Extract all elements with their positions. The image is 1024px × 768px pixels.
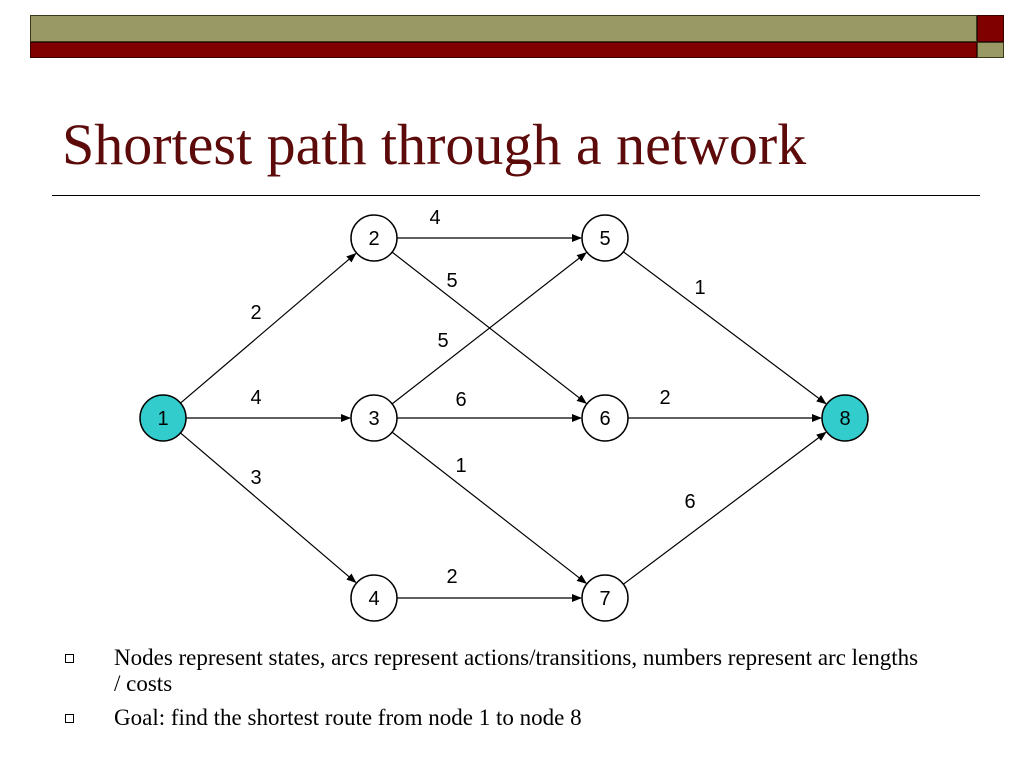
node-label-4: 4 — [368, 588, 379, 610]
arc-weight-2-5: 4 — [429, 207, 440, 229]
square-bullet-icon — [65, 654, 74, 663]
node-label-3: 3 — [368, 408, 379, 430]
arc-weight-4-7: 2 — [446, 566, 457, 588]
arc-weight-2-6: 5 — [446, 270, 457, 292]
arc-weight-6-8: 2 — [659, 387, 670, 409]
arc-weight-3-5: 5 — [437, 330, 448, 352]
node-circle-4 — [350, 574, 398, 622]
network-diagram: 2 4 3 4 5 5 6 1 2 1 2 6 1 2 3 4 5 6 7 8 — [139, 207, 869, 622]
arc-weight-5-8: 1 — [694, 277, 705, 299]
node-8: 8 — [821, 394, 869, 442]
node-2: 2 — [350, 214, 398, 262]
node-circle-3 — [350, 394, 398, 442]
node-6: 6 — [581, 394, 629, 442]
arc-3-5 — [391, 252, 587, 405]
node-circle-8 — [821, 394, 869, 442]
arc-weight-1-3: 4 — [250, 387, 261, 409]
node-circle-2 — [350, 214, 398, 262]
arc-weight-1-4: 3 — [250, 467, 261, 489]
node-label-8: 8 — [839, 408, 850, 430]
arc-weight-1-2: 2 — [250, 302, 261, 324]
arc-3-7 — [391, 431, 587, 584]
title-divider — [52, 195, 980, 196]
node-4: 4 — [350, 574, 398, 622]
arc-weight-3-6: 6 — [455, 389, 466, 411]
node-label-6: 6 — [599, 408, 610, 430]
node-circle-1 — [139, 394, 187, 442]
corner-square-dark — [977, 15, 1004, 42]
arc-weight-7-8: 6 — [684, 491, 695, 513]
header-band-light — [30, 15, 977, 42]
slide-title: Shortest path through a network — [62, 112, 807, 177]
node-label-1: 1 — [157, 408, 168, 430]
node-7: 7 — [581, 574, 629, 622]
node-5: 5 — [581, 214, 629, 262]
node-circle-5 — [581, 214, 629, 262]
node-circle-6 — [581, 394, 629, 442]
bullet-text: Nodes represent states, arcs represent a… — [114, 645, 919, 696]
node-3: 3 — [350, 394, 398, 442]
corner-square-light — [977, 42, 1004, 58]
node-circle-7 — [581, 574, 629, 622]
node-1: 1 — [139, 394, 187, 442]
arc-1-4 — [180, 432, 357, 584]
arc-5-8 — [623, 251, 827, 405]
node-label-7: 7 — [599, 588, 610, 610]
arc-1-2 — [180, 252, 357, 404]
bullet-item-goal: Goal: find the shortest route from node … — [62, 705, 922, 731]
arc-weight-3-7: 1 — [455, 455, 466, 477]
bullet-item-nodes: Nodes represent states, arcs represent a… — [62, 645, 922, 697]
bullet-list: Nodes represent states, arcs represent a… — [62, 645, 922, 739]
node-label-5: 5 — [599, 228, 610, 250]
header-band-dark — [30, 42, 977, 58]
node-label-2: 2 — [368, 228, 379, 250]
square-bullet-icon — [65, 714, 74, 723]
arc-7-8 — [623, 431, 827, 585]
bullet-text: Goal: find the shortest route from node … — [114, 705, 582, 730]
